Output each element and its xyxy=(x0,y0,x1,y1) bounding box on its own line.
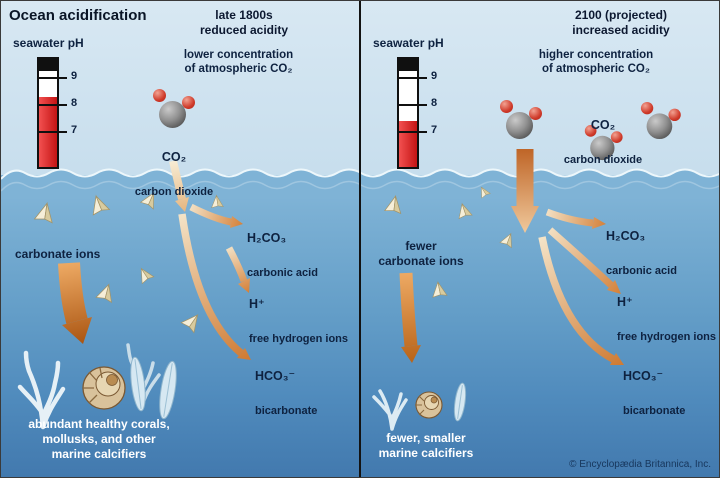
carbon-atom-icon xyxy=(646,113,673,140)
carbonate-ion-icon xyxy=(455,201,473,219)
coral-icon-small xyxy=(372,389,408,431)
carbonate-ion-icon xyxy=(476,184,491,199)
h2co3-label-left: H₂CO₃ carbonic acid xyxy=(247,211,318,300)
ph-tick-label: 8 xyxy=(431,97,438,109)
ph-tick-label: 8 xyxy=(71,97,78,109)
carbonate-ion-icon xyxy=(135,264,155,284)
oxygen-atom-icon xyxy=(668,108,681,121)
ph-tick-8: 8 xyxy=(37,97,77,109)
h2co3-formula: H₂CO₃ xyxy=(247,231,287,245)
hco3-formula: HCO₃⁻ xyxy=(623,369,664,383)
marine-down-arrow-right xyxy=(399,272,421,363)
h2co3-formula: H₂CO₃ xyxy=(606,229,646,243)
hplus-label-right: H⁺ free hydrogen ions xyxy=(617,275,716,364)
co2-molecule-icon xyxy=(151,89,195,133)
ph-fill-right xyxy=(399,121,417,167)
co2-name: carbon dioxide xyxy=(134,185,214,198)
oxygen-atom-icon xyxy=(640,102,654,115)
left-panel-heading: late 1800s reduced acidity xyxy=(199,8,289,37)
h2co3-name: carbonic acid xyxy=(606,264,677,277)
co2-label-left: CO₂ carbon dioxide xyxy=(122,130,226,219)
hplus-formula: H⁺ xyxy=(617,295,633,309)
ph-tick-label: 9 xyxy=(71,70,78,82)
hplus-arrow-right xyxy=(547,227,621,294)
co2-molecule-icon xyxy=(498,100,542,144)
oxygen-atom-icon xyxy=(610,131,623,143)
ph-gauge-left: 9 8 7 xyxy=(37,57,101,169)
hco3-arrow-left xyxy=(178,213,251,360)
diatom-icon xyxy=(130,356,177,420)
hco3-name: bicarbonate xyxy=(623,404,686,417)
carbonate-ion-icon xyxy=(180,309,205,334)
hplus-formula: H⁺ xyxy=(249,297,265,311)
co2-concentration-right: higher concentration of atmospheric CO₂ xyxy=(538,49,654,76)
right-panel-heading: 2100 (projected) increased acidity xyxy=(572,8,670,37)
carbonate-ions-label-right: fewer carbonate ions xyxy=(378,239,464,268)
hco3-label-left: HCO₃⁻ bicarbonate xyxy=(255,349,317,438)
oxygen-atom-icon xyxy=(500,100,513,113)
page-title: Ocean acidification xyxy=(9,7,147,24)
co2-formula: CO₂ xyxy=(590,118,616,132)
carbon-atom-icon xyxy=(590,135,615,161)
co2-name: carbon dioxide xyxy=(563,153,643,166)
h2co3-arrow-right xyxy=(545,208,606,229)
co2-dissolve-arrow-right xyxy=(511,149,539,233)
ph-tick-9: 9 xyxy=(37,70,77,82)
carbonate-ions-label-left: carbonate ions xyxy=(15,247,101,261)
carbon-atom-icon xyxy=(159,101,186,128)
co2-formula: CO₂ xyxy=(161,150,187,164)
ph-tick-9: 9 xyxy=(397,70,437,82)
hplus-arrow-left xyxy=(225,246,250,293)
oxygen-atom-icon xyxy=(529,107,542,120)
ph-tick-8: 8 xyxy=(397,97,437,109)
ph-tube xyxy=(37,57,59,169)
ph-tick-7: 7 xyxy=(37,124,77,136)
seawater-ph-label-right: seawater pH xyxy=(373,36,444,50)
nautilus-icon-small xyxy=(415,391,443,419)
ph-tick-7: 7 xyxy=(397,124,437,136)
carbonate-ion-icon xyxy=(87,192,110,216)
co2-concentration-left: lower concentration of atmospheric CO₂ xyxy=(183,49,294,76)
carbonate-down-arrow xyxy=(58,262,92,344)
h2co3-label-right: H₂CO₃ carbonic acid xyxy=(606,209,677,298)
hco3-name: bicarbonate xyxy=(255,404,318,417)
hplus-label-left: H⁺ free hydrogen ions xyxy=(249,277,348,366)
carbonate-ion-icon xyxy=(499,230,517,248)
co2-molecule-icon xyxy=(639,102,681,144)
h2co3-name: carbonic acid xyxy=(247,266,318,279)
oxygen-atom-icon xyxy=(584,125,597,137)
carbonate-ion-icon xyxy=(34,200,57,224)
carbonate-ion-icon xyxy=(384,194,404,214)
ph-tube-cap xyxy=(39,59,57,71)
diatom-icon-small xyxy=(453,382,467,422)
ph-tube xyxy=(397,57,419,169)
marine-caption-right: fewer, smaller marine calcifiers xyxy=(378,431,474,460)
hplus-name: free hydrogen ions xyxy=(617,330,717,343)
ph-tick-label: 7 xyxy=(71,124,78,136)
hco3-arrow-right xyxy=(538,236,624,365)
hplus-name: free hydrogen ions xyxy=(249,332,349,345)
h2co3-arrow-left xyxy=(189,203,243,228)
co2-molecule-icon xyxy=(583,125,623,165)
panel-divider xyxy=(359,1,361,477)
ph-tick-label: 9 xyxy=(431,70,438,82)
co2-label-right: CO₂ carbon dioxide xyxy=(551,98,655,187)
carbonate-ion-icon xyxy=(430,280,448,298)
carbon-atom-icon xyxy=(506,112,533,139)
ph-tube-cap xyxy=(399,59,417,71)
co2-dissolve-arrow-left xyxy=(169,160,189,212)
hco3-formula: HCO₃⁻ xyxy=(255,369,296,383)
ph-gauge-right: 9 8 7 xyxy=(397,57,461,169)
oxygen-atom-icon xyxy=(153,89,166,102)
carbonate-ion-icon xyxy=(95,281,117,303)
seawater-ph-label-left: seawater pH xyxy=(13,36,84,50)
marine-caption-left: abundant healthy corals, mollusks, and o… xyxy=(28,417,170,461)
hco3-label-right: HCO₃⁻ bicarbonate xyxy=(623,349,685,438)
nautilus-icon xyxy=(82,366,126,410)
oxygen-atom-icon xyxy=(182,96,195,109)
ph-tick-label: 7 xyxy=(431,124,438,136)
copyright-notice: © Encyclopædia Britannica, Inc. xyxy=(569,459,711,470)
